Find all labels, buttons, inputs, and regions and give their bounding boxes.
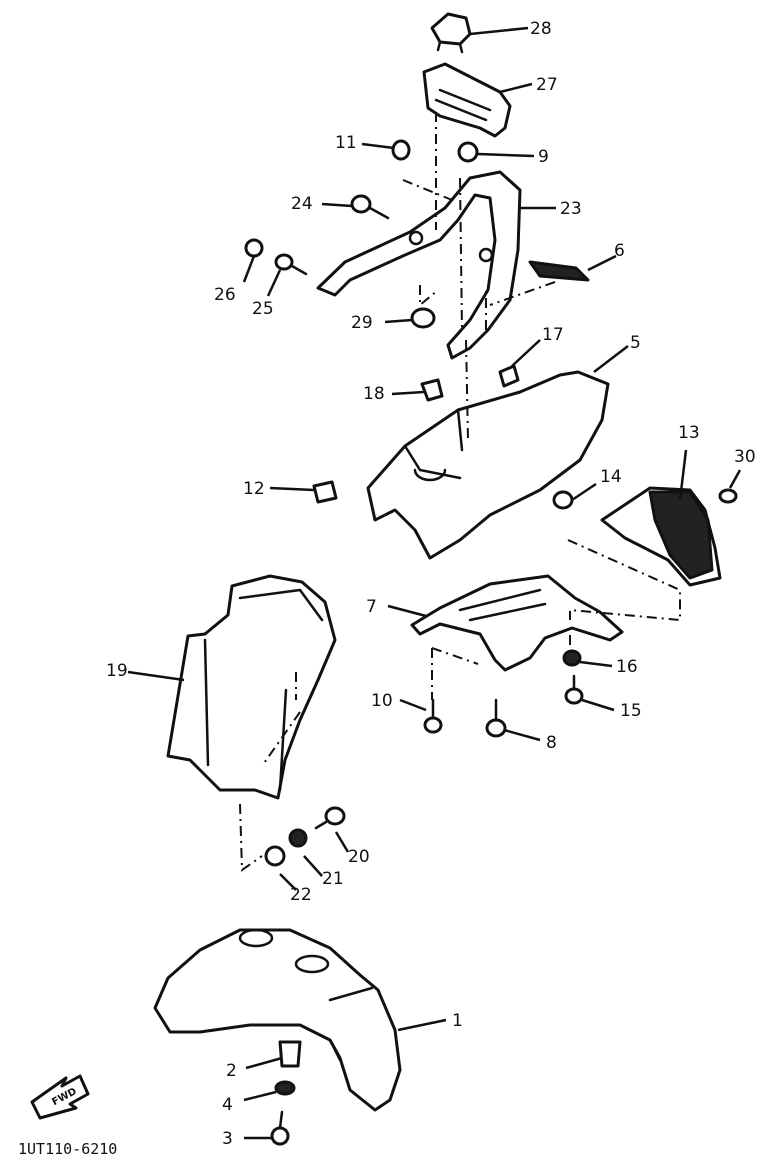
part-16-nut	[562, 649, 582, 667]
callout-15: 15	[620, 701, 642, 721]
part-11-nut	[391, 139, 411, 161]
leader-lines	[127, 26, 742, 1140]
part-9-nut	[457, 141, 479, 163]
part-29-grommet	[410, 307, 436, 329]
part-23-grab-bar	[316, 170, 522, 360]
callout-23: 23	[560, 199, 582, 219]
assembly-centerlines	[239, 112, 681, 872]
callout-24: 24	[291, 194, 313, 214]
callout-13: 13	[678, 423, 700, 443]
part-14-nut	[552, 490, 574, 510]
part-25-bolt	[274, 253, 294, 271]
part-10-bolt	[423, 716, 443, 734]
callout-10: 10	[371, 691, 393, 711]
callout-6: 6	[614, 241, 625, 261]
callout-16: 16	[616, 657, 638, 677]
callout-1: 1	[452, 1011, 463, 1031]
callout-12: 12	[243, 479, 265, 499]
part-1-front-fender	[153, 928, 402, 1112]
part-24-bolt	[350, 194, 372, 214]
callout-2: 2	[226, 1061, 237, 1081]
part-8-bolt	[485, 718, 507, 738]
callout-18: 18	[363, 384, 385, 404]
callout-4: 4	[222, 1095, 233, 1115]
part-12-clip	[312, 480, 338, 504]
callout-30: 30	[734, 447, 756, 467]
forward-arrow-icon: FWD	[30, 1074, 90, 1120]
callout-25: 25	[252, 299, 274, 319]
part-15-bolt	[564, 687, 584, 705]
callout-19: 19	[106, 661, 128, 681]
callout-14: 14	[600, 467, 622, 487]
callout-17: 17	[542, 325, 564, 345]
part-6-emblem	[528, 260, 590, 282]
part-4-washer	[274, 1080, 296, 1096]
part-28-bracket	[430, 12, 472, 54]
callout-28: 28	[530, 19, 552, 39]
part-18-clip	[420, 378, 444, 402]
part-3-bolt	[270, 1126, 290, 1146]
part-21-nut	[288, 828, 308, 848]
callout-9: 9	[538, 147, 549, 167]
callout-7: 7	[366, 597, 377, 617]
callout-3: 3	[222, 1129, 233, 1149]
part-27-cover	[422, 62, 512, 138]
part-13-tail-light	[600, 486, 722, 587]
callout-22: 22	[290, 885, 312, 905]
part-22-washer	[264, 845, 286, 867]
part-2-collar	[278, 1040, 302, 1068]
part-20-bolt	[324, 806, 346, 826]
callout-8: 8	[546, 733, 557, 753]
callout-26: 26	[214, 285, 236, 305]
callout-labels: 28 27 11 9 24 23 26 25 6 29 17 18 5 12 1…	[106, 19, 756, 1149]
part-17-clip	[498, 364, 520, 388]
callout-21: 21	[322, 869, 344, 889]
part-7-flap	[410, 574, 624, 672]
part-26-washer	[244, 238, 264, 258]
callout-29: 29	[351, 313, 373, 333]
callout-11: 11	[335, 133, 357, 153]
callout-5: 5	[630, 333, 641, 353]
part-30-seal	[718, 488, 738, 504]
callout-20: 20	[348, 847, 370, 867]
part-19-inner-fender	[166, 574, 337, 800]
part-5-rear-fender	[366, 370, 610, 560]
callout-27: 27	[536, 75, 558, 95]
drawing-code: 1UT110-6210	[18, 1140, 117, 1158]
